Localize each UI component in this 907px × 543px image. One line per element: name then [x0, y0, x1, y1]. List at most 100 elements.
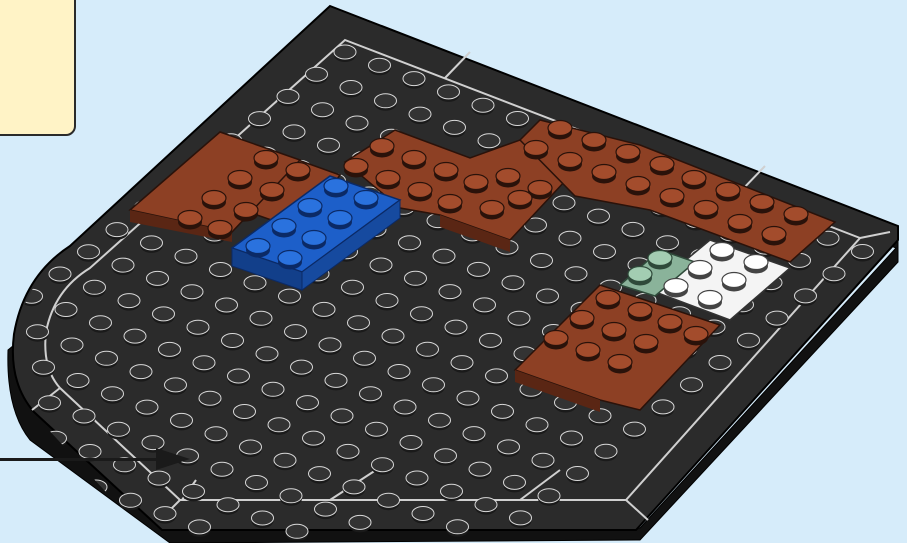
stud: [102, 387, 124, 401]
brown-stud: [616, 145, 640, 160]
stud: [435, 449, 457, 463]
brown-stud: [596, 291, 620, 306]
stud: [205, 427, 227, 441]
brown-stud: [508, 191, 532, 206]
stud: [141, 236, 163, 250]
white-stud: [722, 273, 746, 288]
brown-stud: [480, 201, 504, 216]
stud: [189, 520, 211, 534]
stud: [268, 418, 290, 432]
stud: [567, 467, 589, 481]
stud: [277, 89, 299, 103]
stud: [403, 72, 425, 86]
stud: [211, 462, 233, 476]
brown-stud: [716, 183, 740, 198]
stud: [285, 325, 307, 339]
stud: [250, 311, 272, 325]
stud: [492, 404, 514, 418]
stud: [346, 116, 368, 130]
stud: [399, 236, 421, 250]
brown-stud: [434, 163, 458, 178]
brown-stud: [178, 211, 202, 226]
brown-stud: [528, 181, 552, 196]
stud: [451, 356, 473, 370]
stud: [147, 271, 169, 285]
stud: [400, 436, 422, 450]
stud: [159, 342, 181, 356]
stud: [388, 365, 410, 379]
stud: [79, 445, 101, 459]
stud: [49, 267, 71, 281]
stud: [852, 245, 874, 259]
stud: [354, 351, 376, 365]
stud: [766, 311, 788, 325]
green-stud: [648, 251, 672, 266]
stud: [376, 294, 398, 308]
stud: [106, 223, 128, 237]
stud: [274, 453, 296, 467]
stud: [382, 329, 404, 343]
stud: [486, 369, 508, 383]
stud: [217, 498, 239, 512]
stud: [652, 400, 674, 414]
stud: [447, 520, 469, 534]
stud: [312, 103, 334, 117]
stud: [417, 342, 439, 356]
stud: [240, 440, 262, 454]
stud: [153, 307, 175, 321]
stud: [369, 58, 391, 72]
stud: [319, 338, 341, 352]
stud: [537, 289, 559, 303]
stud: [187, 320, 209, 334]
blue-stud: [246, 239, 270, 254]
stud-side: [91, 519, 113, 533]
stud: [474, 298, 496, 312]
stud: [228, 369, 250, 383]
stud: [478, 134, 500, 148]
blue-stud: [272, 219, 296, 234]
brown-stud: [438, 195, 462, 210]
blue-stud: [278, 251, 302, 266]
stud: [252, 511, 274, 525]
stud: [175, 249, 197, 263]
stud: [342, 280, 364, 294]
stud: [504, 475, 526, 489]
arrow-right-icon: [156, 448, 190, 470]
stud: [423, 378, 445, 392]
brown-stud: [228, 171, 252, 186]
brown-stud: [402, 151, 426, 166]
stud: [313, 302, 335, 316]
stud: [508, 311, 530, 325]
stud: [445, 320, 467, 334]
brown-stud: [202, 191, 226, 206]
stud: [39, 396, 61, 410]
brown-stud: [582, 133, 606, 148]
stud: [475, 498, 497, 512]
stud: [222, 334, 244, 348]
brown-stud: [626, 177, 650, 192]
stud: [559, 231, 581, 245]
stud: [154, 507, 176, 521]
stud: [286, 524, 308, 538]
stud: [210, 263, 232, 277]
white-stud: [698, 291, 722, 306]
brown-stud: [544, 331, 568, 346]
stud: [340, 81, 362, 95]
brown-stud: [728, 215, 752, 230]
stud: [280, 489, 302, 503]
stud: [405, 271, 427, 285]
stud: [409, 107, 431, 121]
stud: [91, 516, 113, 530]
stud: [57, 502, 79, 516]
stud: [526, 418, 548, 432]
stud: [457, 391, 479, 405]
brown-stud: [234, 203, 258, 218]
stud: [348, 316, 370, 330]
stud: [108, 422, 130, 436]
stud: [337, 444, 359, 458]
stud: [61, 338, 83, 352]
brown-stud: [254, 151, 278, 166]
brown-stud: [628, 303, 652, 318]
stud: [249, 112, 271, 126]
